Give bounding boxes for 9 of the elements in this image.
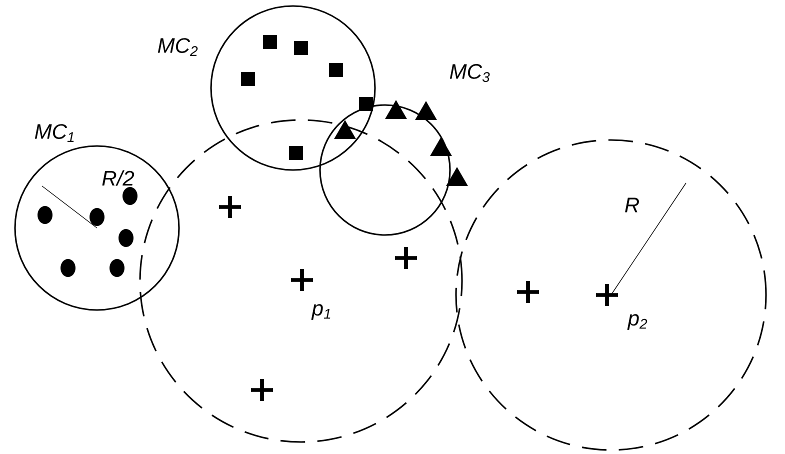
circle-label: MC$_{3}$ bbox=[450, 64, 490, 82]
circle bbox=[139, 119, 463, 443]
circle bbox=[455, 139, 767, 451]
point-label: R bbox=[625, 198, 639, 212]
circle-label: MC$_{1}$ bbox=[34, 124, 74, 142]
point-label: p$_{1}$ bbox=[311, 304, 330, 320]
point-label: R/2 bbox=[102, 170, 134, 186]
point-label: p$_{2}$ bbox=[627, 314, 648, 330]
circle-label: MC$_{2}$ bbox=[158, 38, 198, 56]
